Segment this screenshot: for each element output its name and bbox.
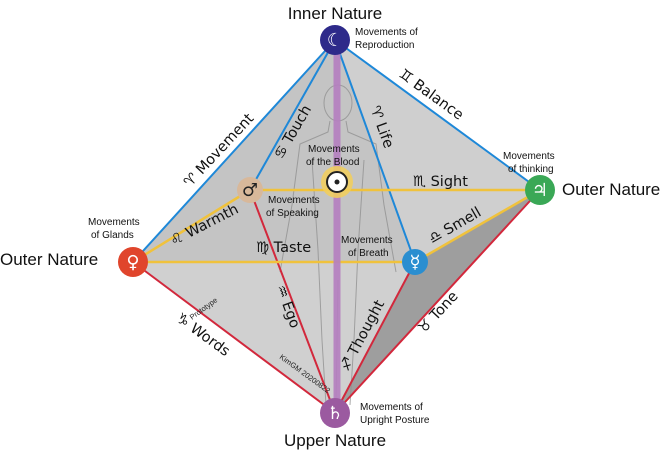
edge-balance bbox=[334, 39, 541, 191]
title-outer-nature-left: Outer Nature bbox=[0, 250, 98, 269]
edge-words bbox=[132, 261, 336, 414]
caption-reproduction-2: Reproduction bbox=[355, 40, 414, 51]
title-upper-nature: Upper Nature bbox=[284, 431, 386, 450]
saturn-node bbox=[320, 398, 350, 428]
edge-ego bbox=[249, 189, 336, 414]
edge-thought bbox=[334, 261, 416, 414]
label-sight: ♏ Sight bbox=[413, 174, 468, 190]
caption-thinking-1: Movements bbox=[503, 151, 555, 162]
caption-breath-2: of Breath bbox=[348, 248, 389, 259]
jupiter-node bbox=[525, 175, 555, 205]
venus-node bbox=[118, 247, 148, 277]
title-inner-nature: Inner Nature bbox=[288, 4, 383, 23]
caption-blood-2: of the Blood bbox=[306, 157, 359, 168]
mercury-node bbox=[402, 249, 428, 275]
caption-glands-1: Movements bbox=[88, 217, 140, 228]
caption-speaking-1: Movements bbox=[268, 195, 320, 206]
caption-breath-1: Movements bbox=[341, 235, 393, 246]
caption-blood-1: Movements bbox=[308, 144, 360, 155]
caption-glands-2: of Glands bbox=[91, 230, 134, 241]
jupiter-symbol: ♃ bbox=[532, 180, 548, 201]
caption-posture-2: Upright Posture bbox=[360, 415, 430, 426]
caption-thinking-2: of thinking bbox=[508, 164, 554, 175]
edge-life bbox=[334, 39, 416, 263]
face-left-back bbox=[133, 40, 415, 262]
label-taste: ♍ Taste bbox=[256, 240, 311, 256]
mars-node bbox=[237, 177, 263, 203]
edge-smell bbox=[414, 188, 541, 264]
face-right-back bbox=[335, 40, 540, 262]
edge-touch bbox=[249, 39, 336, 191]
caption-speaking-2: of Speaking bbox=[266, 208, 319, 219]
mars-symbol: ♂ bbox=[242, 180, 258, 201]
edge-tone bbox=[334, 189, 541, 414]
venus-symbol: ♀ bbox=[126, 252, 139, 273]
caption-posture-1: Movements of bbox=[360, 402, 423, 413]
edge-warmth bbox=[132, 188, 251, 264]
moon-node bbox=[320, 25, 350, 55]
face-lower bbox=[133, 262, 415, 413]
caption-reproduction-1: Movements of bbox=[355, 27, 418, 38]
mercury-symbol: ☿ bbox=[409, 252, 420, 273]
moon-symbol: ☾ bbox=[327, 30, 343, 51]
sun-dot bbox=[334, 179, 340, 185]
title-outer-nature-right: Outer Nature bbox=[562, 180, 660, 199]
edge-movement bbox=[132, 39, 336, 263]
saturn-symbol: ♄ bbox=[327, 403, 343, 424]
